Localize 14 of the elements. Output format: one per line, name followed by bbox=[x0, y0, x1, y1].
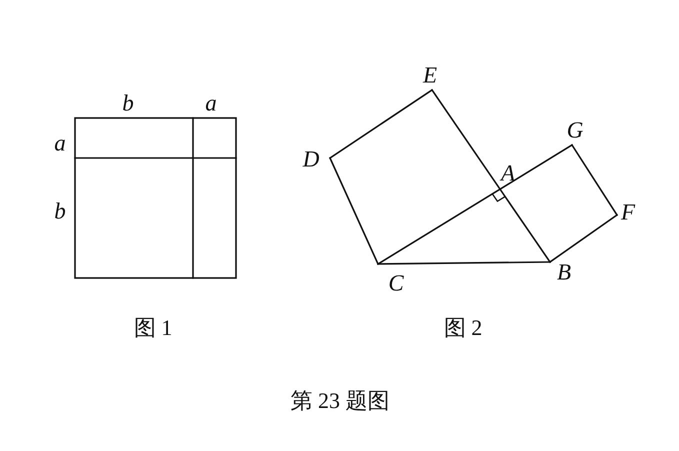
caption: 第 23 题图 bbox=[290, 390, 390, 412]
point-label: E bbox=[422, 64, 438, 86]
side-label: a bbox=[205, 92, 217, 114]
side-label: b bbox=[54, 200, 66, 222]
point-label: G bbox=[566, 118, 584, 142]
figure-label: 图 2 bbox=[444, 317, 482, 339]
point-label: F bbox=[620, 200, 636, 224]
figure-label: 图 1 bbox=[134, 317, 172, 339]
point-label: C bbox=[388, 272, 404, 294]
point-label: B bbox=[556, 260, 572, 284]
point-label: A bbox=[500, 162, 516, 184]
side-label: a bbox=[54, 132, 66, 154]
side-label: b bbox=[122, 92, 134, 114]
point-label: D bbox=[302, 148, 320, 170]
